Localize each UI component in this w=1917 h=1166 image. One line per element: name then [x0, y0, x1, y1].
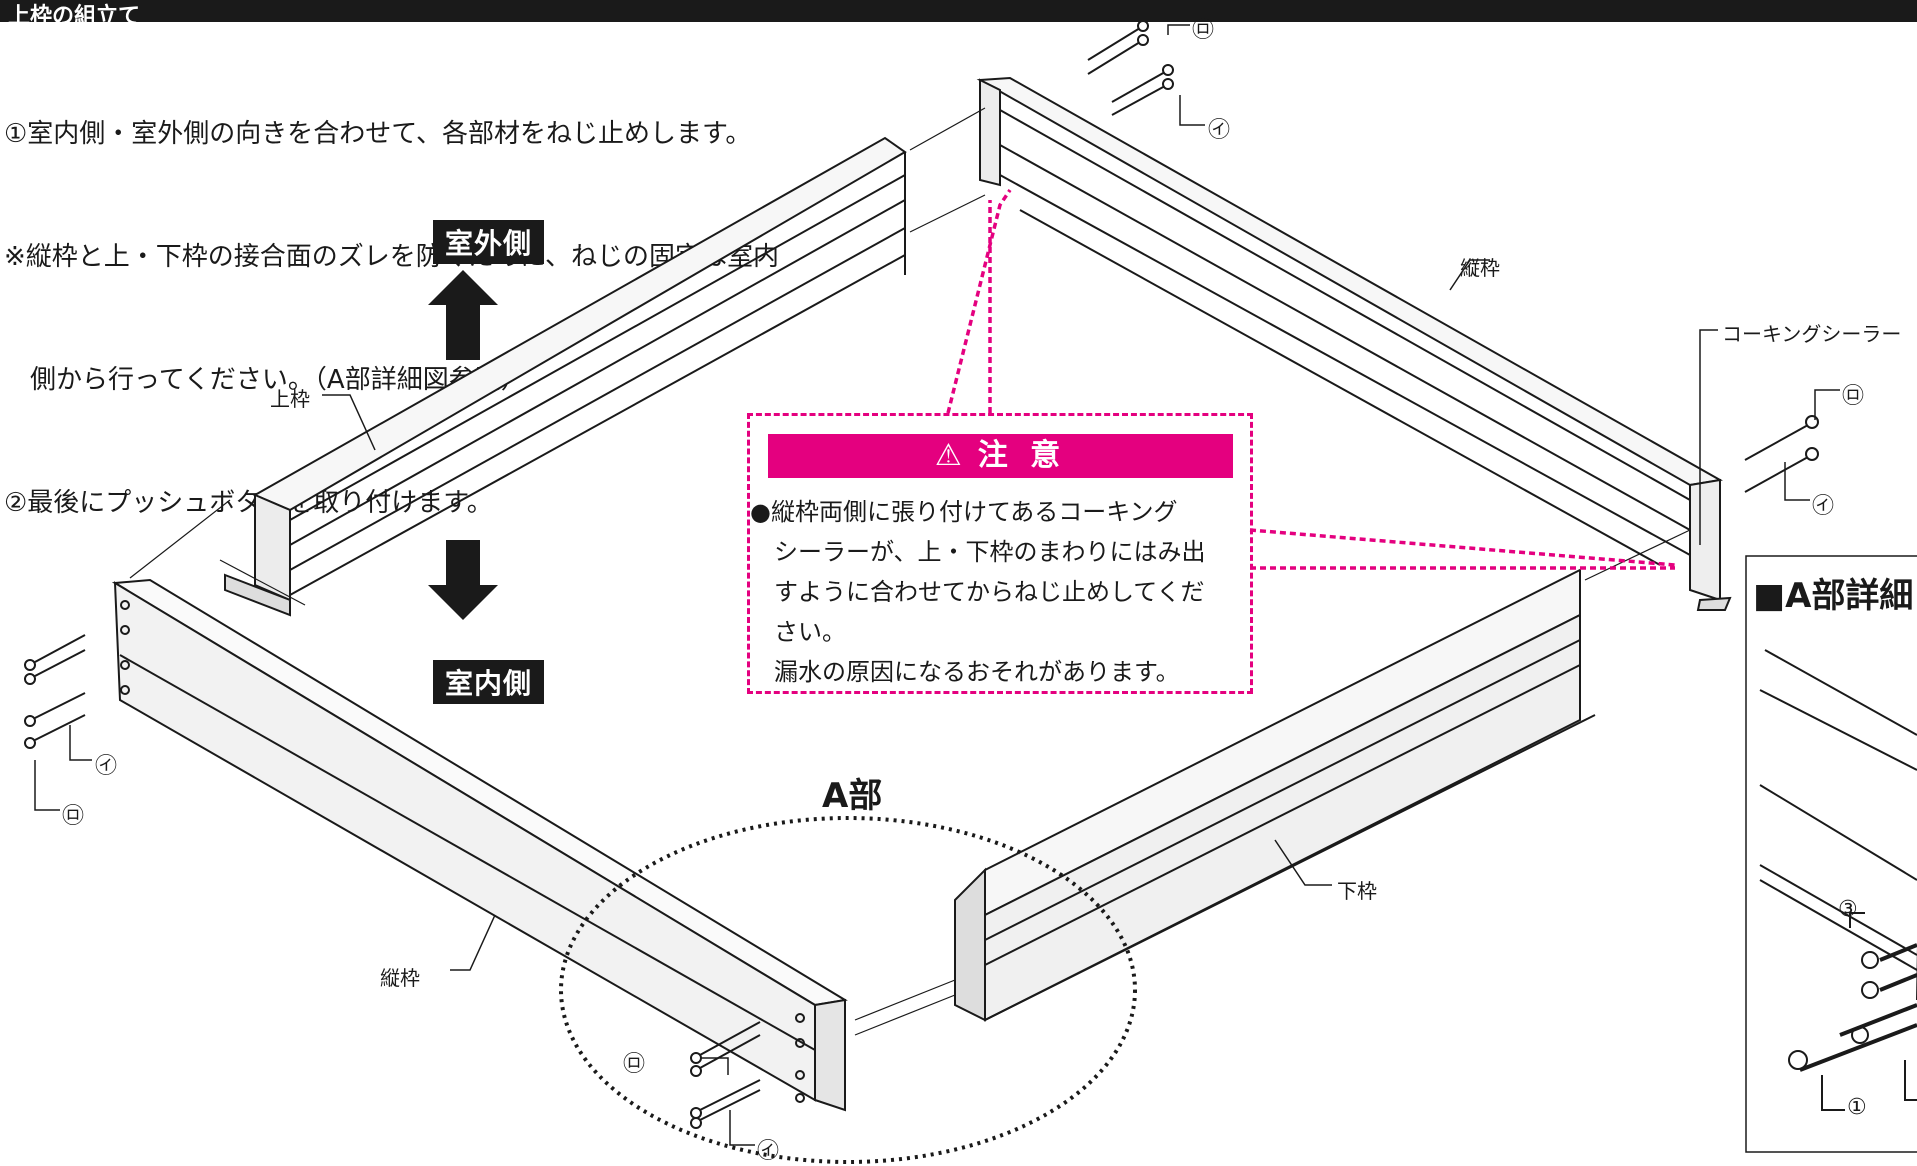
caulking-sealer-label: コーキングシーラー — [1722, 322, 1902, 346]
arrow-up-icon — [428, 270, 498, 360]
header-title: 上枠の組立て — [8, 4, 141, 29]
detail-number-1: ① — [1847, 1095, 1867, 1120]
vertical-frame-left-label: 縦枠 — [380, 966, 420, 990]
caution-leaders — [946, 189, 1676, 570]
caution-title: ⚠ 注 意 — [768, 434, 1233, 478]
screw-right — [1744, 415, 1819, 493]
screws — [24, 20, 1819, 1129]
screw-mark-i-bottom: ㋑ — [757, 1139, 780, 1164]
header-bar: 上枠の組立て — [0, 0, 1917, 29]
screw-mark-ro-bottom: ㋺ — [623, 1052, 646, 1077]
screw-mark-ro-right: ㋺ — [1842, 384, 1865, 409]
upper-frame-label: 上枠 — [270, 387, 310, 411]
screw-top — [1087, 20, 1174, 116]
a-part-label: A部 — [822, 776, 883, 816]
upper-frame-drawing — [224, 136, 907, 617]
screw-mark-i-right: ㋑ — [1812, 494, 1835, 519]
warning-icon: ⚠ — [934, 438, 968, 473]
instruction-line-2: ※縦枠と上・下枠の接合面のズレを防ぐために、ねじの固定は室内 — [4, 242, 780, 272]
detail-box — [1745, 555, 1917, 1153]
lower-frame-label: 下枠 — [1337, 879, 1377, 903]
indoor-label: 室内側 — [433, 660, 545, 704]
instruction-line-1: ①室内側・室外側の向きを合わせて、各部材をねじ止めします。 — [4, 119, 752, 149]
screw-mark-i-left: ㋑ — [95, 754, 118, 779]
vertical-frame-right-label: 縦枠 — [1460, 256, 1500, 280]
caution-text: ●縦枠両側に張り付けてあるコーキング シーラーが、上・下枠のまわりにはみ出 すよ… — [750, 498, 1206, 686]
detail-title: ■A部詳細 — [1753, 576, 1914, 616]
a-part-ellipse — [559, 816, 1137, 1164]
arrow-down-icon — [428, 540, 498, 620]
screw-mark-ro-top: ㋺ — [1192, 18, 1215, 43]
outdoor-label: 室外側 — [433, 220, 545, 264]
screw-mark-i-top: ㋑ — [1208, 118, 1231, 143]
caution-title-text: 注 意 — [977, 438, 1067, 473]
detail-number-3: ③ — [1838, 897, 1858, 922]
left-vertical-frame-drawing — [111, 578, 848, 1112]
screw-left — [24, 634, 86, 749]
lower-frame-drawing — [954, 568, 1596, 1022]
caution-box: ⚠ 注 意 ●縦枠両側に張り付けてあるコーキング シーラーが、上・下枠のまわりには… — [747, 413, 1253, 694]
screw-mark-ro-left: ㋺ — [62, 804, 85, 829]
leader-lines — [34, 24, 1840, 1146]
right-vertical-frame-drawing — [976, 76, 1732, 611]
arrows — [428, 270, 498, 620]
